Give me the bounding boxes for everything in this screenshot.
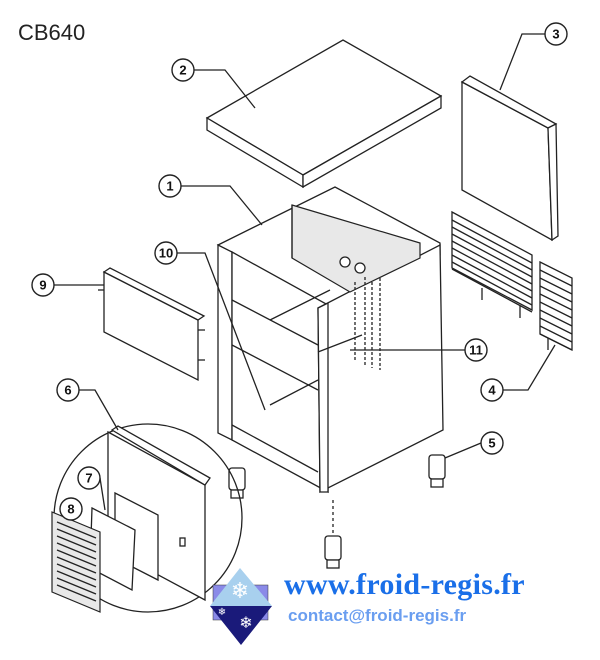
callout-label: 3 [552, 27, 559, 42]
callout-5: 5 [480, 431, 504, 455]
contact-email[interactable]: contact@froid-regis.fr [288, 606, 467, 625]
froid-regis-logo: ❄ ❄ ❄ [210, 568, 272, 645]
model-title: CB640 [18, 20, 86, 45]
part-feet [228, 454, 446, 569]
callout-1: 1 [158, 174, 182, 198]
website-link[interactable]: www.froid-regis.fr [284, 568, 525, 601]
part-cabinet [216, 186, 444, 494]
callout-2: 2 [171, 58, 195, 82]
callout-label: 9 [39, 278, 46, 293]
callout-9: 9 [31, 273, 55, 297]
callout-label: 8 [67, 502, 74, 517]
part-condenser-grill [451, 210, 573, 352]
callout-8: 8 [59, 497, 83, 521]
callout-11: 11 [464, 338, 488, 362]
callout-6: 6 [56, 378, 80, 402]
callout-label: 1 [166, 179, 173, 194]
callout-10: 10 [154, 241, 178, 265]
callout-4: 4 [480, 378, 504, 402]
callout-label: 2 [179, 63, 186, 78]
callout-label: 10 [159, 246, 173, 261]
callout-label: 6 [64, 383, 71, 398]
svg-text:❄: ❄ [218, 607, 226, 618]
callout-3: 3 [544, 22, 568, 46]
callout-label: 7 [85, 471, 92, 486]
leader-lines [54, 33, 556, 521]
callout-label: 11 [469, 343, 483, 358]
part-side-panel [460, 75, 559, 242]
part-top-slab [205, 39, 443, 189]
svg-text:❄: ❄ [231, 578, 249, 603]
callout-label: 4 [488, 383, 496, 398]
svg-text:❄: ❄ [239, 615, 252, 632]
callout-7: 7 [77, 466, 101, 490]
part-front-panel [98, 267, 206, 382]
callout-label: 5 [488, 436, 495, 451]
detail-inset [51, 423, 243, 613]
